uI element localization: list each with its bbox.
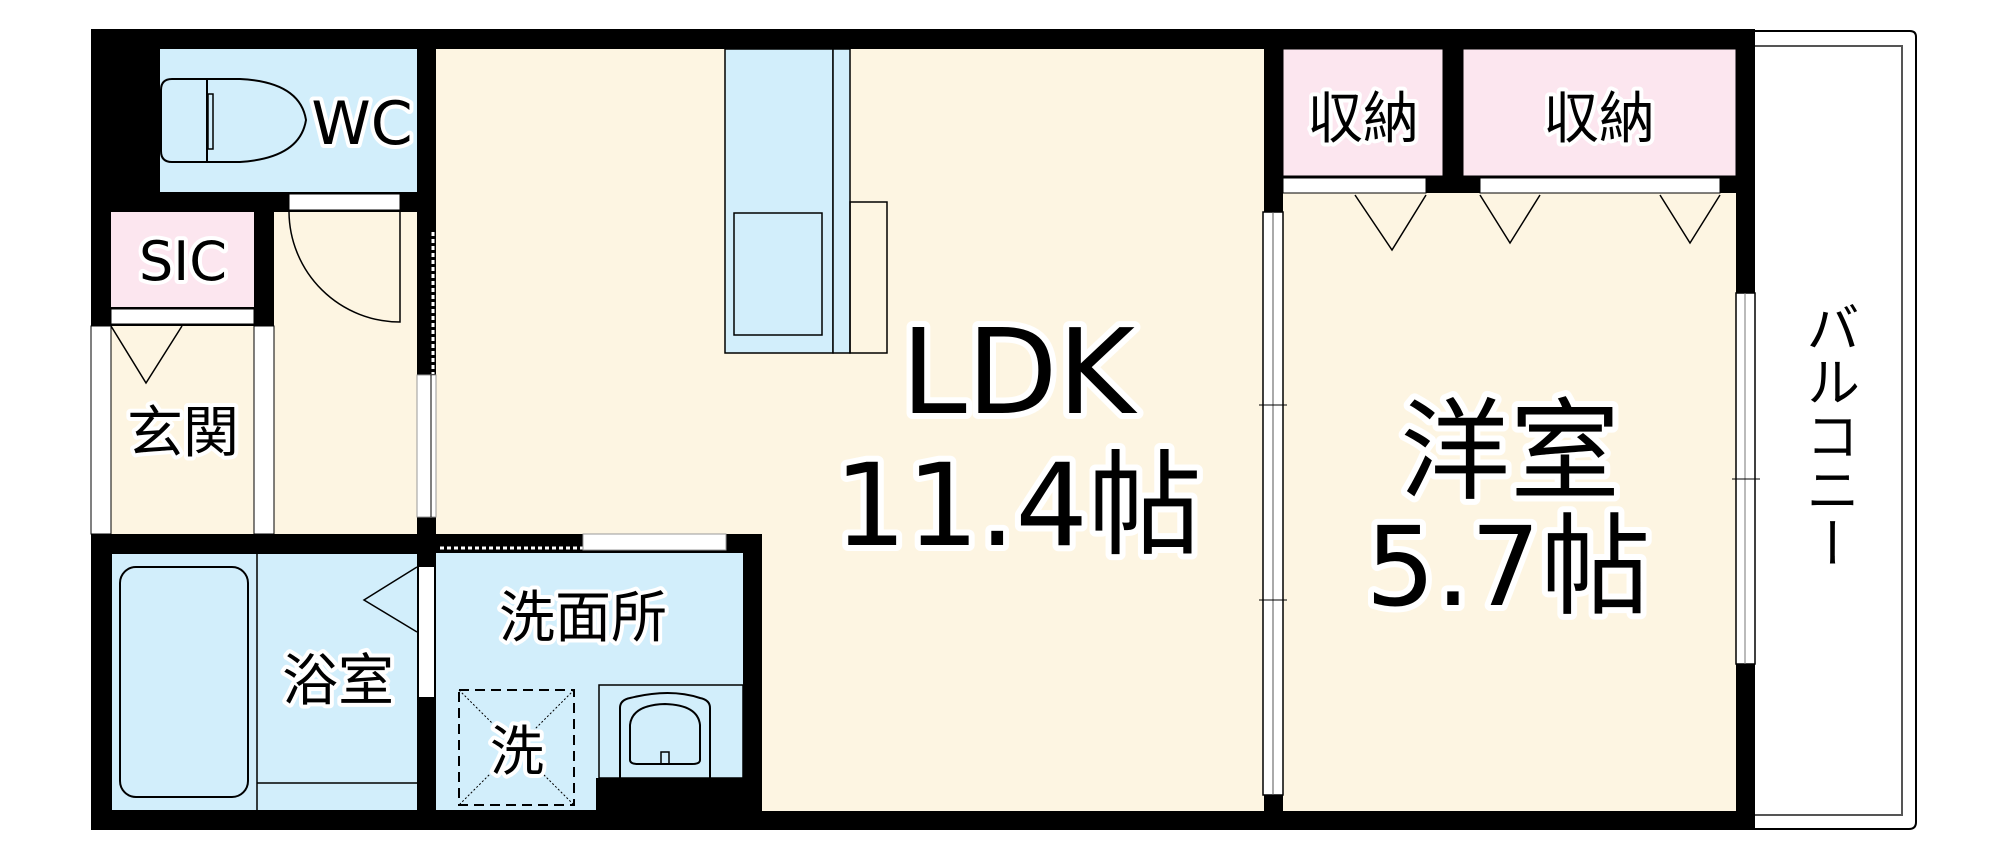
sic-floor <box>111 212 254 307</box>
balcony-window <box>1732 292 1760 665</box>
storage-1-door <box>1282 177 1427 194</box>
toilet-icon <box>160 78 308 163</box>
storage-1-floor <box>1282 48 1444 177</box>
washroom-sliding-door <box>440 533 727 551</box>
hallway-floor <box>274 212 417 534</box>
kitchen-sink-icon <box>733 212 823 336</box>
door-swing-icon <box>288 211 401 323</box>
wc-floor <box>160 49 417 192</box>
washer-label: 洗 <box>490 720 544 783</box>
ldk-size: 11.4帖 <box>834 439 1202 572</box>
storage-2-door <box>1479 177 1721 194</box>
washer-space-icon <box>458 689 575 806</box>
door-swing-icon <box>1659 194 1721 245</box>
door-swing-icon <box>1354 194 1427 252</box>
storage-1-label: 収納 <box>1307 87 1419 152</box>
entrance-floor <box>111 326 254 534</box>
bathroom-floor <box>112 554 417 810</box>
sic-label: SIC <box>139 230 227 293</box>
balcony-label: バルコニー <box>1797 300 1860 570</box>
western-room-label: 洋室 <box>1400 388 1620 516</box>
kitchen-counter-icon <box>724 48 888 354</box>
interior-window <box>1259 211 1287 796</box>
bathtub-icon <box>119 566 249 798</box>
sliding-door <box>416 232 437 518</box>
door-swing-icon <box>110 325 183 385</box>
entrance-label: 玄関 <box>127 401 239 466</box>
ldk-label: LDK <box>901 303 1138 441</box>
western-room-size: 5.7帖 <box>1366 503 1651 631</box>
balcony <box>1755 30 1917 830</box>
sic-door <box>110 308 255 325</box>
storage-2-label: 収納 <box>1543 87 1655 152</box>
door-swing-icon <box>1479 194 1541 245</box>
western-room-floor <box>1283 193 1736 811</box>
bathroom-door <box>419 567 434 697</box>
vanity-sink-icon <box>598 684 744 779</box>
bathroom-label: 浴室 <box>282 649 394 714</box>
ldk-floor <box>436 49 1264 811</box>
entrance-door <box>90 325 112 535</box>
entrance-side-panel <box>253 325 275 535</box>
storage-2-floor <box>1462 48 1737 177</box>
wc-door <box>288 193 401 211</box>
washroom-label: 洗面所 <box>499 586 667 651</box>
door-swing-icon <box>362 566 418 633</box>
wc-label: WC <box>311 89 412 159</box>
